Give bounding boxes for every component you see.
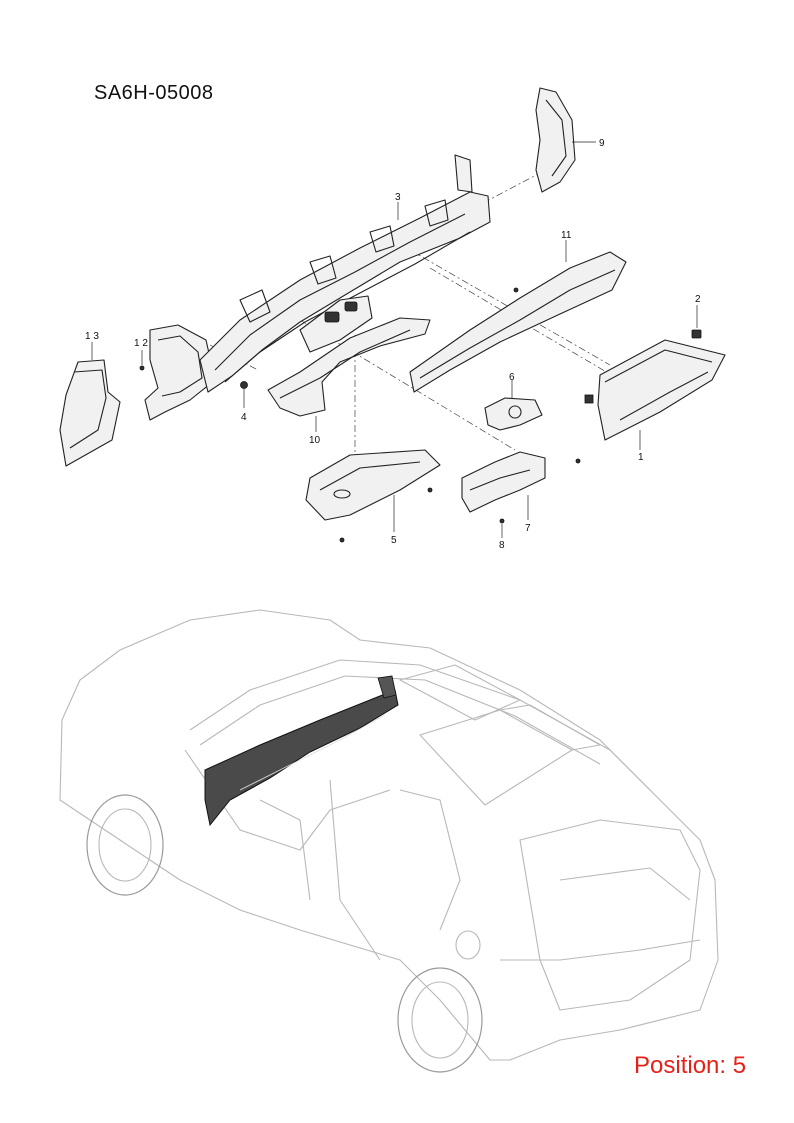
part-13-side-cover [59,342,121,467]
car-location-illustration [59,609,719,1073]
callout-5: 5 [391,535,397,546]
part-6-upper-cover [484,380,543,431]
part-11-upper-duct [409,240,627,393]
callout-6: 6 [509,372,515,383]
callout-8: 8 [499,540,505,551]
callout-10: 10 [309,435,321,446]
part-7-duct-elbow [461,451,581,520]
part-10-left-duct [267,317,431,432]
callout-11: 11 [561,230,572,241]
callout-13: 1 3 [85,331,99,342]
part-2-clip [691,305,702,339]
part-12-left-bracket [139,324,216,421]
part-8-clip [499,518,505,538]
part-3-cross-car-beam [199,154,491,393]
callout-labels: 1 2 3 4 5 6 7 8 9 10 11 1 2 1 3 [85,138,701,551]
position-label: Position: 5 [634,1052,747,1079]
part-9-right-bracket [535,87,596,193]
callout-1: 1 [638,452,644,463]
part-1-glove-box [584,339,726,450]
part-5-lower-panel [305,449,441,543]
callout-2: 2 [695,294,701,305]
callout-3: 3 [395,192,401,203]
callout-7: 7 [525,523,531,534]
callout-12: 1 2 [134,338,148,349]
part-4-bolt [240,381,248,408]
callout-9: 9 [599,138,605,149]
callout-4: 4 [241,412,247,423]
diagram-code: SA6H-05008 [94,82,214,104]
